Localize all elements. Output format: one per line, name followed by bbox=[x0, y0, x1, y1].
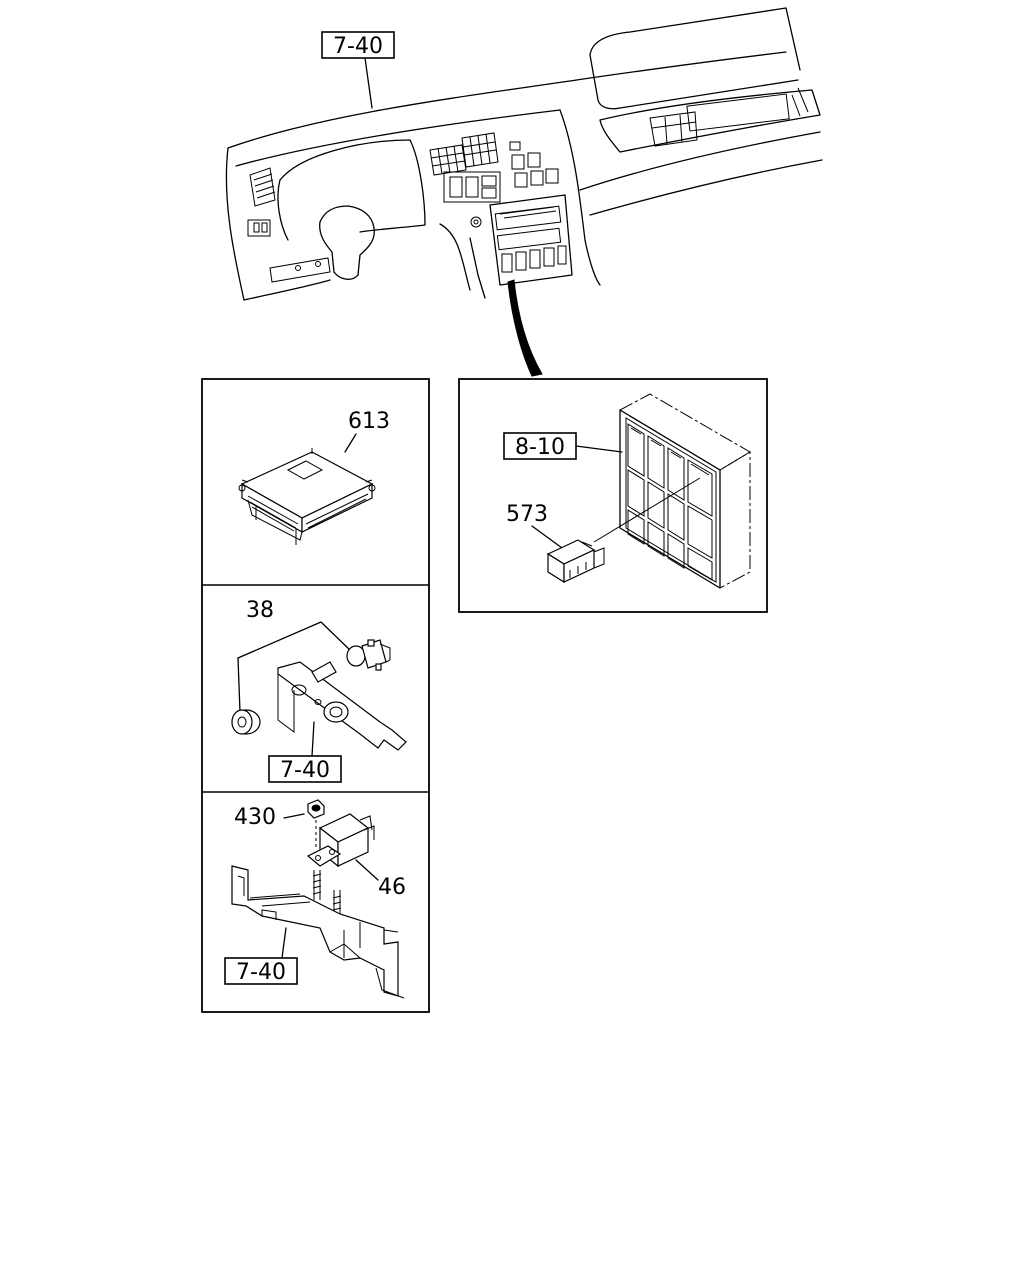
fuse-connector-box: 8-10 bbox=[503, 393, 751, 589]
right-panel bbox=[458, 378, 768, 613]
bracket-part-number: 38 bbox=[246, 598, 274, 623]
ref-box-top: 7-40 bbox=[321, 31, 395, 109]
relay-ref-label: 7-40 bbox=[236, 960, 286, 985]
relay-part-number: 46 bbox=[378, 875, 406, 900]
nut-part-number: 430 bbox=[234, 805, 276, 830]
left-panel bbox=[201, 378, 430, 1013]
ecu-module-613: 613 bbox=[238, 409, 390, 545]
connector-box-ref-label: 8-10 bbox=[515, 435, 565, 460]
relay-assembly-46: 430 46 7-40 bbox=[224, 799, 406, 999]
ref-top-label: 7-40 bbox=[333, 34, 383, 59]
connector-slot-grid bbox=[627, 423, 713, 581]
bracket-assembly-38: 38 7-40 bbox=[231, 598, 407, 783]
connector-573: 573 bbox=[506, 502, 605, 584]
dashboard-illustration bbox=[225, 7, 823, 377]
ecu-part-number: 613 bbox=[348, 409, 390, 434]
connector-part-number: 573 bbox=[506, 502, 548, 527]
bracket-ref-label: 7-40 bbox=[280, 758, 330, 783]
